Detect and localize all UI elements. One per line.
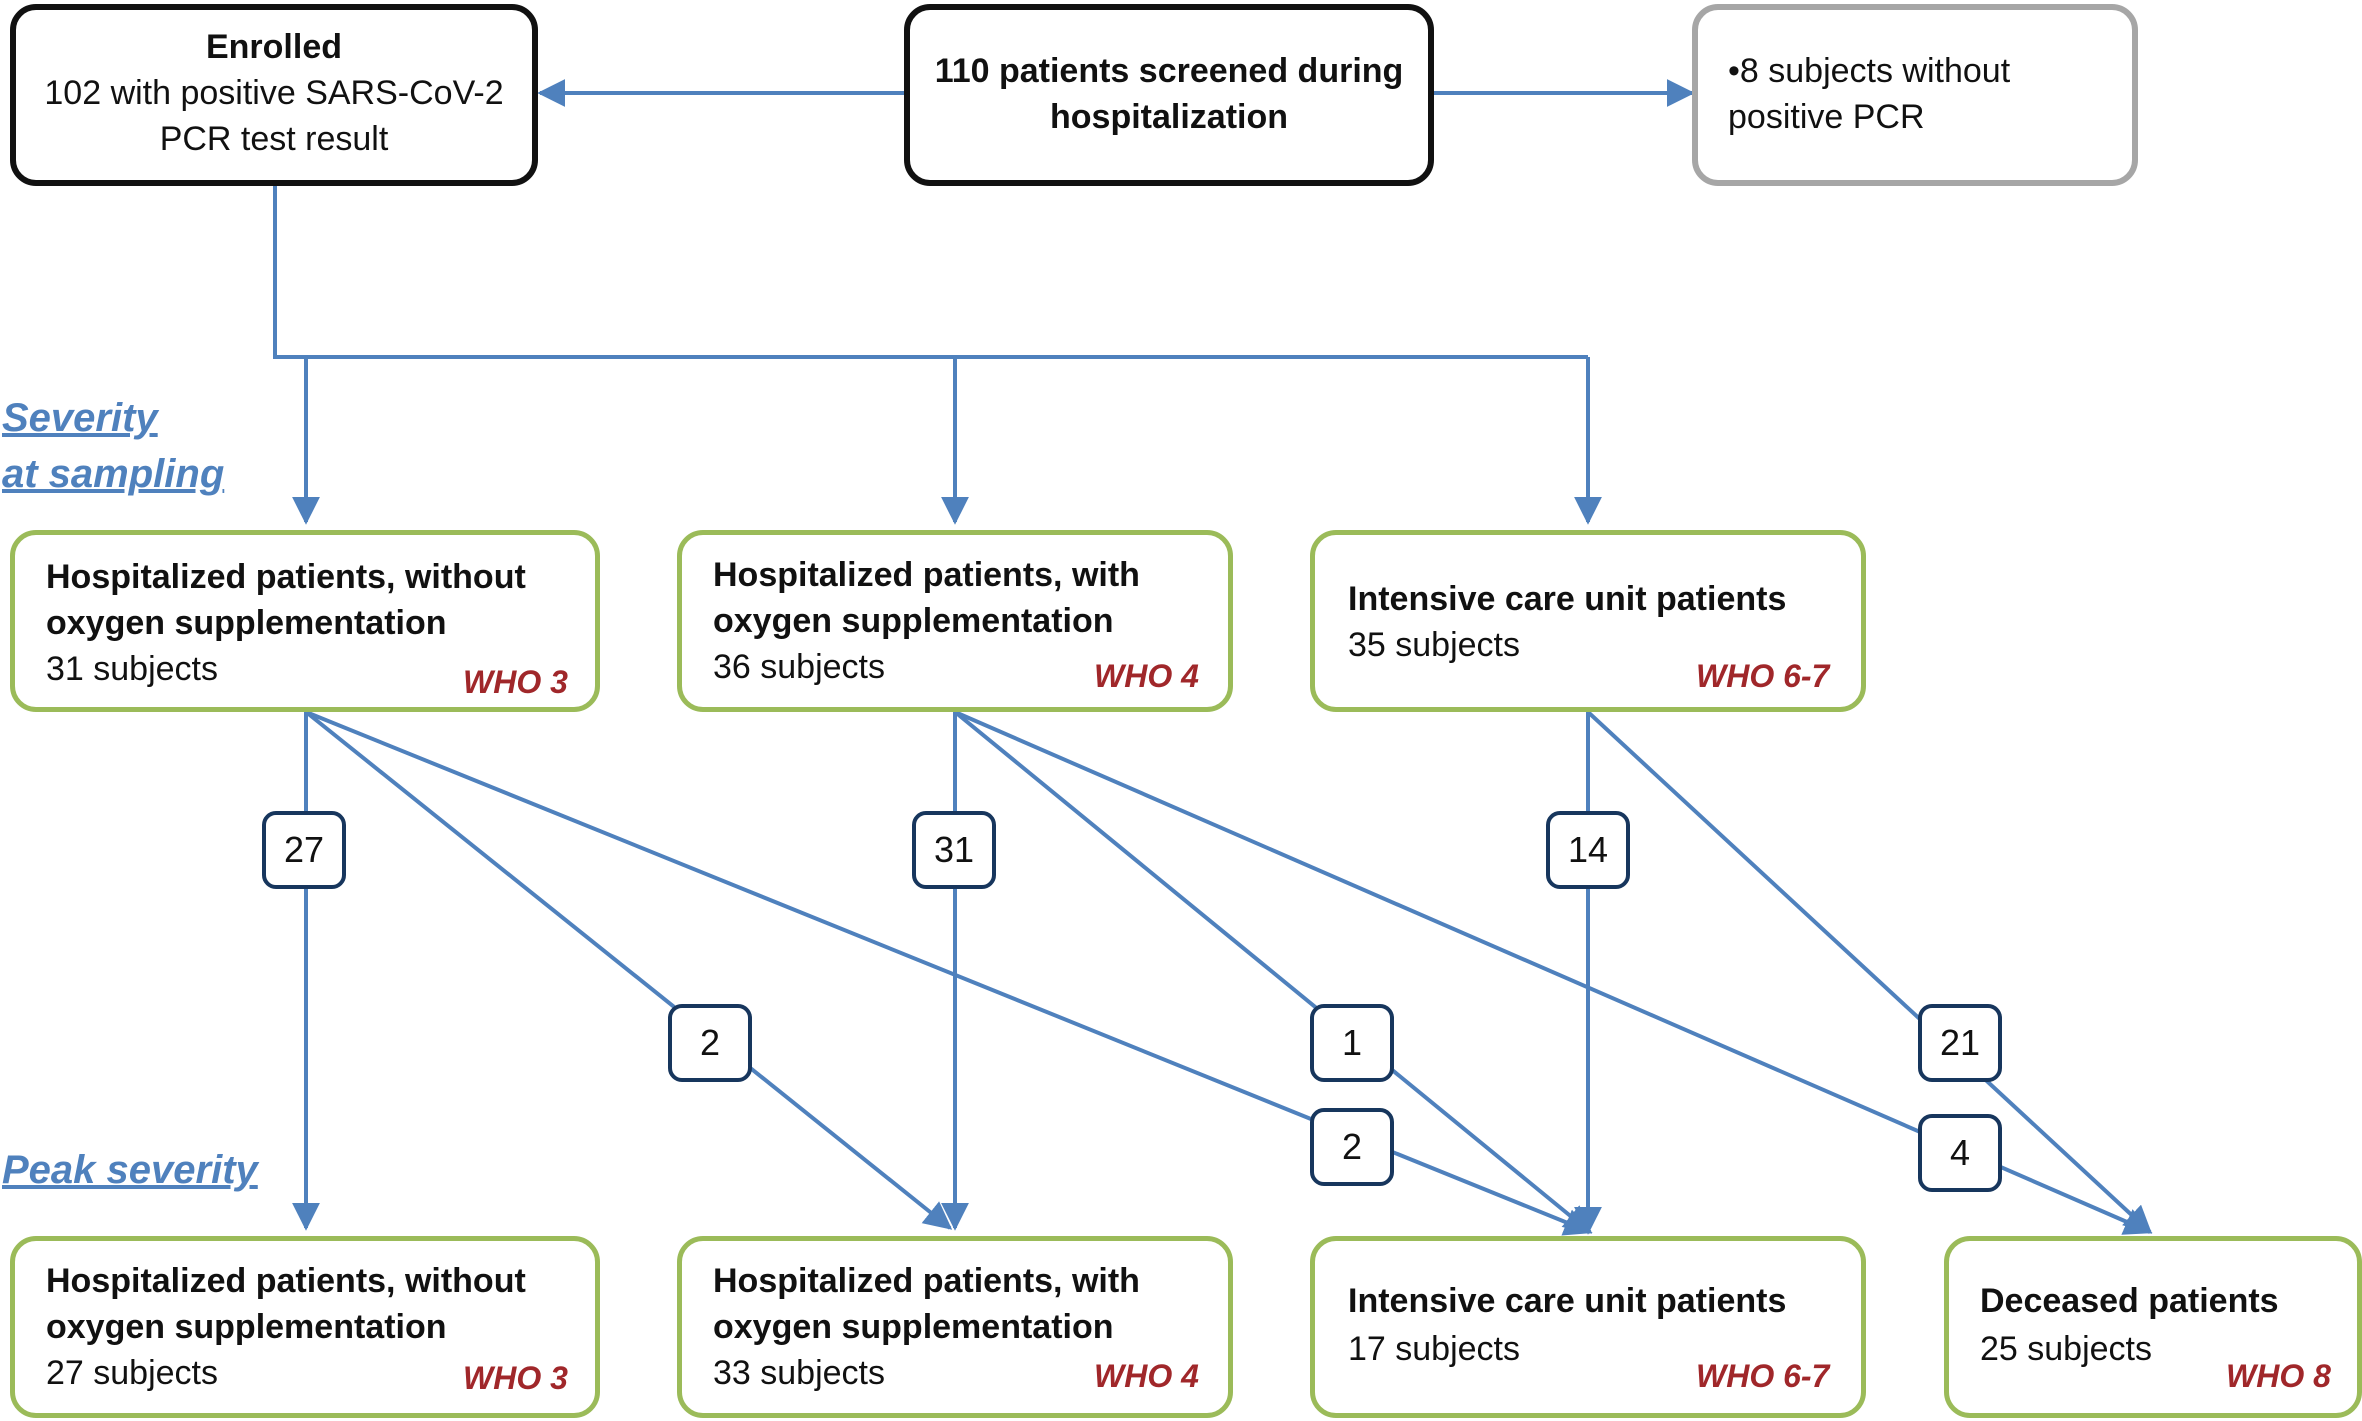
enrolled-box (10, 4, 538, 186)
peak-who4-box (677, 1236, 1233, 1418)
peak-who3-count: 27 subjects (46, 1354, 218, 1392)
sampling-icu-box (1310, 530, 1866, 712)
sampling-who4-line1: Hospitalized patients, with (713, 556, 1140, 594)
sampling-who3-count: 31 subjects (46, 650, 218, 688)
peak-severity-label: Peak severity (2, 1148, 258, 1192)
arrow-enrolled-trunk (273, 185, 1588, 359)
peak-icu-line1: Intensive care unit patients (1348, 1282, 1787, 1320)
screened-line1: 110 patients screened during (934, 52, 1404, 90)
count-who3-to-icu: 2 (1310, 1108, 1394, 1186)
screened-box (904, 4, 1434, 186)
excluded-box (1692, 4, 2138, 186)
enrolled-title: Enrolled (205, 28, 343, 66)
sampling-who4-box (677, 530, 1233, 712)
peak-icu-badge: WHO 6-7 (1696, 1358, 1830, 1394)
peak-who4-count: 33 subjects (713, 1354, 885, 1392)
count-icu-to-icu: 14 (1546, 811, 1630, 889)
count-who4-to-deceased: 4 (1918, 1114, 2002, 1192)
sampling-icu-badge: WHO 6-7 (1696, 658, 1830, 694)
count-who3-to-who3: 27 (262, 811, 346, 889)
peak-deceased-line1: Deceased patients (1980, 1282, 2279, 1320)
count-icu-to-deceased: 21 (1918, 1004, 2002, 1082)
peak-who4-line2: oxygen supplementation (713, 1308, 1114, 1346)
peak-who3-badge: WHO 3 (463, 1360, 568, 1396)
sampling-who4-count: 36 subjects (713, 648, 885, 686)
sampling-icu-line1: Intensive care unit patients (1348, 580, 1787, 618)
peak-deceased-box (1944, 1236, 2362, 1418)
arrow-who3-to-icu (305, 710, 1593, 1236)
arrow-who3-to-who4 (304, 710, 953, 1230)
peak-who3-line2: oxygen supplementation (46, 1308, 447, 1346)
peak-icu-count: 17 subjects (1348, 1330, 1520, 1368)
count-who4-to-who4: 31 (912, 811, 996, 889)
count-who3-to-who4: 2 (668, 1004, 752, 1082)
screened-line2: hospitalization (1050, 98, 1288, 136)
peak-who3-line1: Hospitalized patients, without (46, 1262, 526, 1300)
sampling-who4-line2: oxygen supplementation (713, 602, 1114, 640)
excluded-line2: positive PCR (1728, 98, 1925, 136)
peak-who4-badge: WHO 4 (1094, 1358, 1199, 1394)
sampling-who3-box (10, 530, 600, 712)
sampling-who3-badge: WHO 3 (463, 664, 568, 700)
arrow-icu-to-deceased (1586, 710, 2153, 1234)
peak-deceased-badge: WHO 8 (2226, 1358, 2331, 1394)
sampling-who3-line2: oxygen supplementation (46, 604, 447, 642)
peak-who4-line1: Hospitalized patients, with (713, 1262, 1140, 1300)
excluded-line1: •8 subjects without (1728, 52, 2011, 90)
enrolled-line1: 102 with positive SARS-CoV-2 (44, 74, 504, 112)
arrow-who4-to-icu (953, 710, 1593, 1234)
count-who4-to-icu: 1 (1310, 1004, 1394, 1082)
sampling-who4-badge: WHO 4 (1094, 658, 1199, 694)
sampling-who3-line1: Hospitalized patients, without (46, 558, 526, 596)
enrolled-line2: PCR test result (159, 120, 389, 158)
peak-icu-box (1310, 1236, 1866, 1418)
peak-deceased-count: 25 subjects (1980, 1330, 2152, 1368)
peak-who3-box (10, 1236, 600, 1418)
sampling-icu-count: 35 subjects (1348, 626, 1520, 664)
severity-label-line2: at sampling (2, 452, 225, 496)
severity-label-line1: Severity (2, 396, 158, 440)
